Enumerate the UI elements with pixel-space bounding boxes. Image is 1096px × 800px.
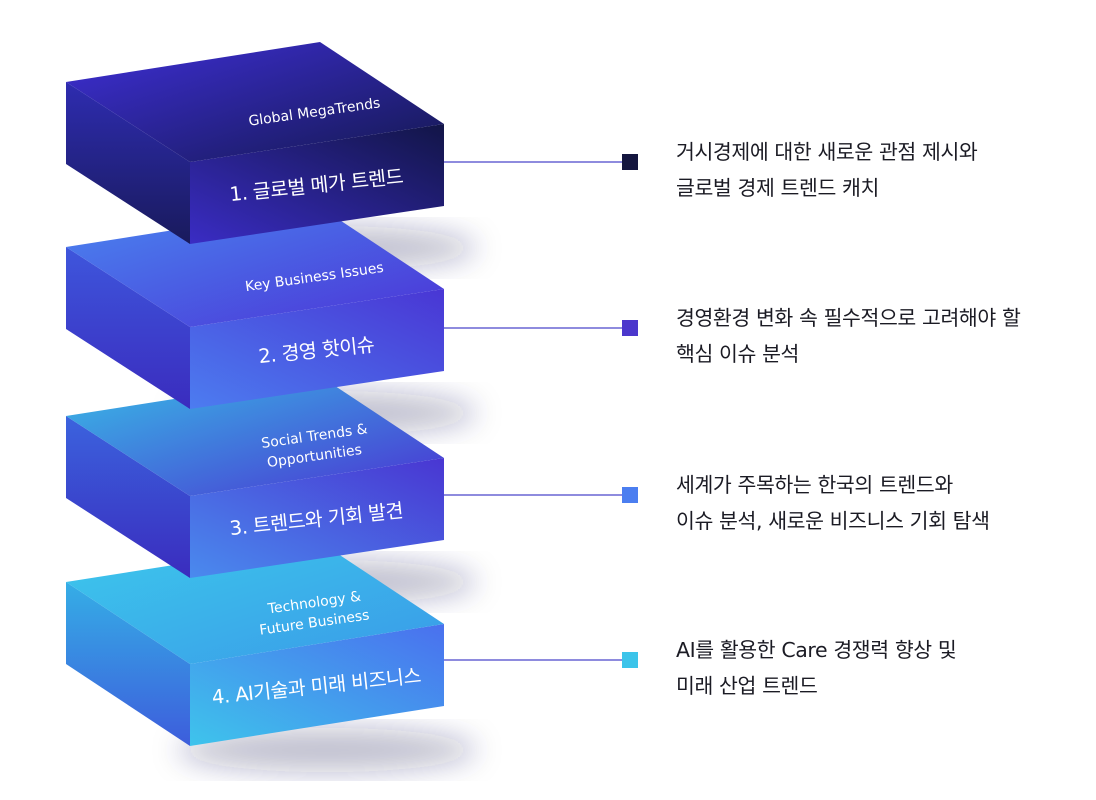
block-front-face xyxy=(190,624,444,746)
description-line: 거시경제에 대한 새로운 관점 제시와 xyxy=(676,140,978,164)
block-top-face xyxy=(66,207,444,327)
block-front-face xyxy=(190,124,444,244)
description-line: 세계가 주목하는 한국의 트렌드와 xyxy=(676,473,953,497)
block-side-face xyxy=(66,82,190,244)
connector-marker xyxy=(622,487,638,503)
connector-marker xyxy=(622,320,638,336)
block-side-face xyxy=(66,416,190,578)
description-line: 미래 산업 트렌드 xyxy=(676,674,818,698)
description-line: 이슈 분석, 새로운 비즈니스 기회 탐색 xyxy=(676,509,990,533)
block-side-face xyxy=(66,247,190,409)
block-side-face xyxy=(66,582,190,746)
description-line: 핵심 이슈 분석 xyxy=(676,342,799,366)
block-shadow xyxy=(177,728,477,772)
description-line: 경영환경 변화 속 필수적으로 고려해야 할 xyxy=(676,306,1021,330)
connectors xyxy=(424,154,638,668)
connector-marker xyxy=(622,652,638,668)
block-top-face xyxy=(66,376,444,496)
block-front-face xyxy=(190,289,444,409)
block-top-face xyxy=(66,42,444,162)
block-front-face xyxy=(190,458,444,578)
block-top-face xyxy=(66,542,444,664)
description-line: AI를 활용한 Care 경쟁력 향상 및 xyxy=(676,638,957,662)
connector-marker xyxy=(622,154,638,170)
description-line: 글로벌 경제 트렌드 캐치 xyxy=(676,176,879,200)
